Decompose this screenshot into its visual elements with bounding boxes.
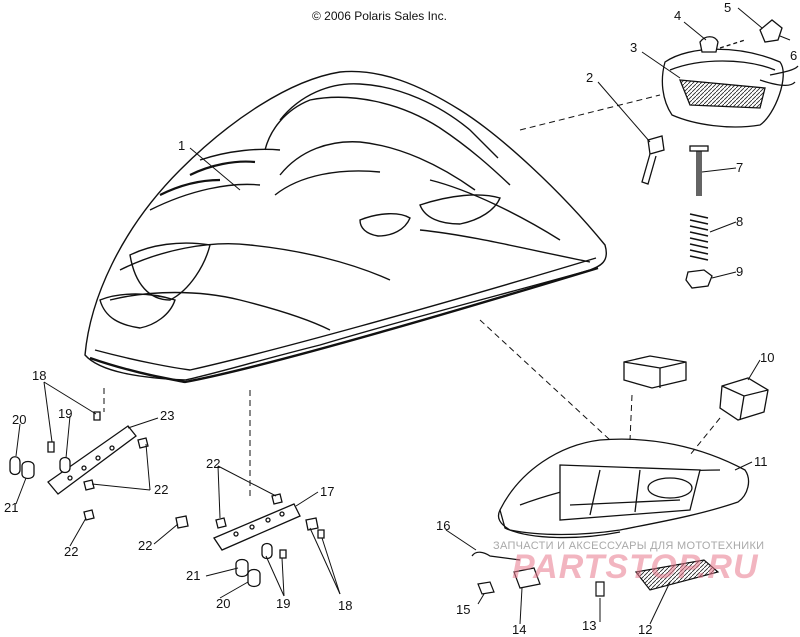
small-parts: [471, 551, 720, 597]
callout-17: 17: [320, 484, 334, 499]
callout-20b: 20: [216, 596, 230, 611]
assembly-guide-lines: [103, 94, 721, 496]
middle-bracket-assembly: [175, 493, 325, 588]
callout-11: 11: [754, 454, 768, 469]
belly-pan-part: [497, 438, 750, 539]
copyright-notice: © 2006 Polaris Sales Inc.: [312, 9, 447, 23]
callout-19b: 19: [276, 596, 290, 611]
callout-labels: 1 2 3 4 5 6 7 8 9 10 11 12 13 14 15 16 1…: [4, 0, 797, 637]
callout-21b: 21: [186, 568, 200, 583]
callout-19a: 19: [58, 406, 72, 421]
headlight-assembly: [661, 19, 799, 128]
callout-13: 13: [582, 618, 596, 633]
callout-2: 2: [586, 70, 593, 85]
watermark-logo: PARTSTOP.RU: [512, 548, 759, 586]
callout-8: 8: [736, 214, 743, 229]
callout-21a: 21: [4, 500, 18, 515]
callout-9: 9: [736, 264, 743, 279]
callout-22c: 22: [206, 456, 220, 471]
callout-10: 10: [760, 350, 774, 365]
callout-1: 1: [178, 138, 185, 153]
hood-part: [84, 70, 607, 384]
callout-22b: 22: [64, 544, 78, 559]
callout-18b: 18: [338, 598, 352, 613]
callout-22a: 22: [154, 482, 168, 497]
callout-23: 23: [160, 408, 174, 423]
callout-18a: 18: [32, 368, 46, 383]
callout-15: 15: [456, 602, 470, 617]
callout-7: 7: [736, 160, 743, 175]
left-bracket-assembly: [9, 411, 149, 521]
callout-16: 16: [436, 518, 450, 533]
callout-4: 4: [674, 8, 681, 23]
watermark-tagline: ЗАПЧАСТИ И АКСЕССУАРЫ ДЛЯ МОТОТЕХНИКИ: [493, 540, 765, 552]
callout-12: 12: [638, 622, 652, 637]
callout-20a: 20: [12, 412, 26, 427]
callout-5: 5: [724, 0, 731, 15]
callout-3: 3: [630, 40, 637, 55]
callout-22d: 22: [138, 538, 152, 553]
callout-14: 14: [512, 622, 526, 637]
callout-6: 6: [790, 48, 797, 63]
leader-lines: [15, 7, 791, 625]
fastener-stack: [641, 135, 713, 289]
foam-pads: [623, 355, 769, 421]
